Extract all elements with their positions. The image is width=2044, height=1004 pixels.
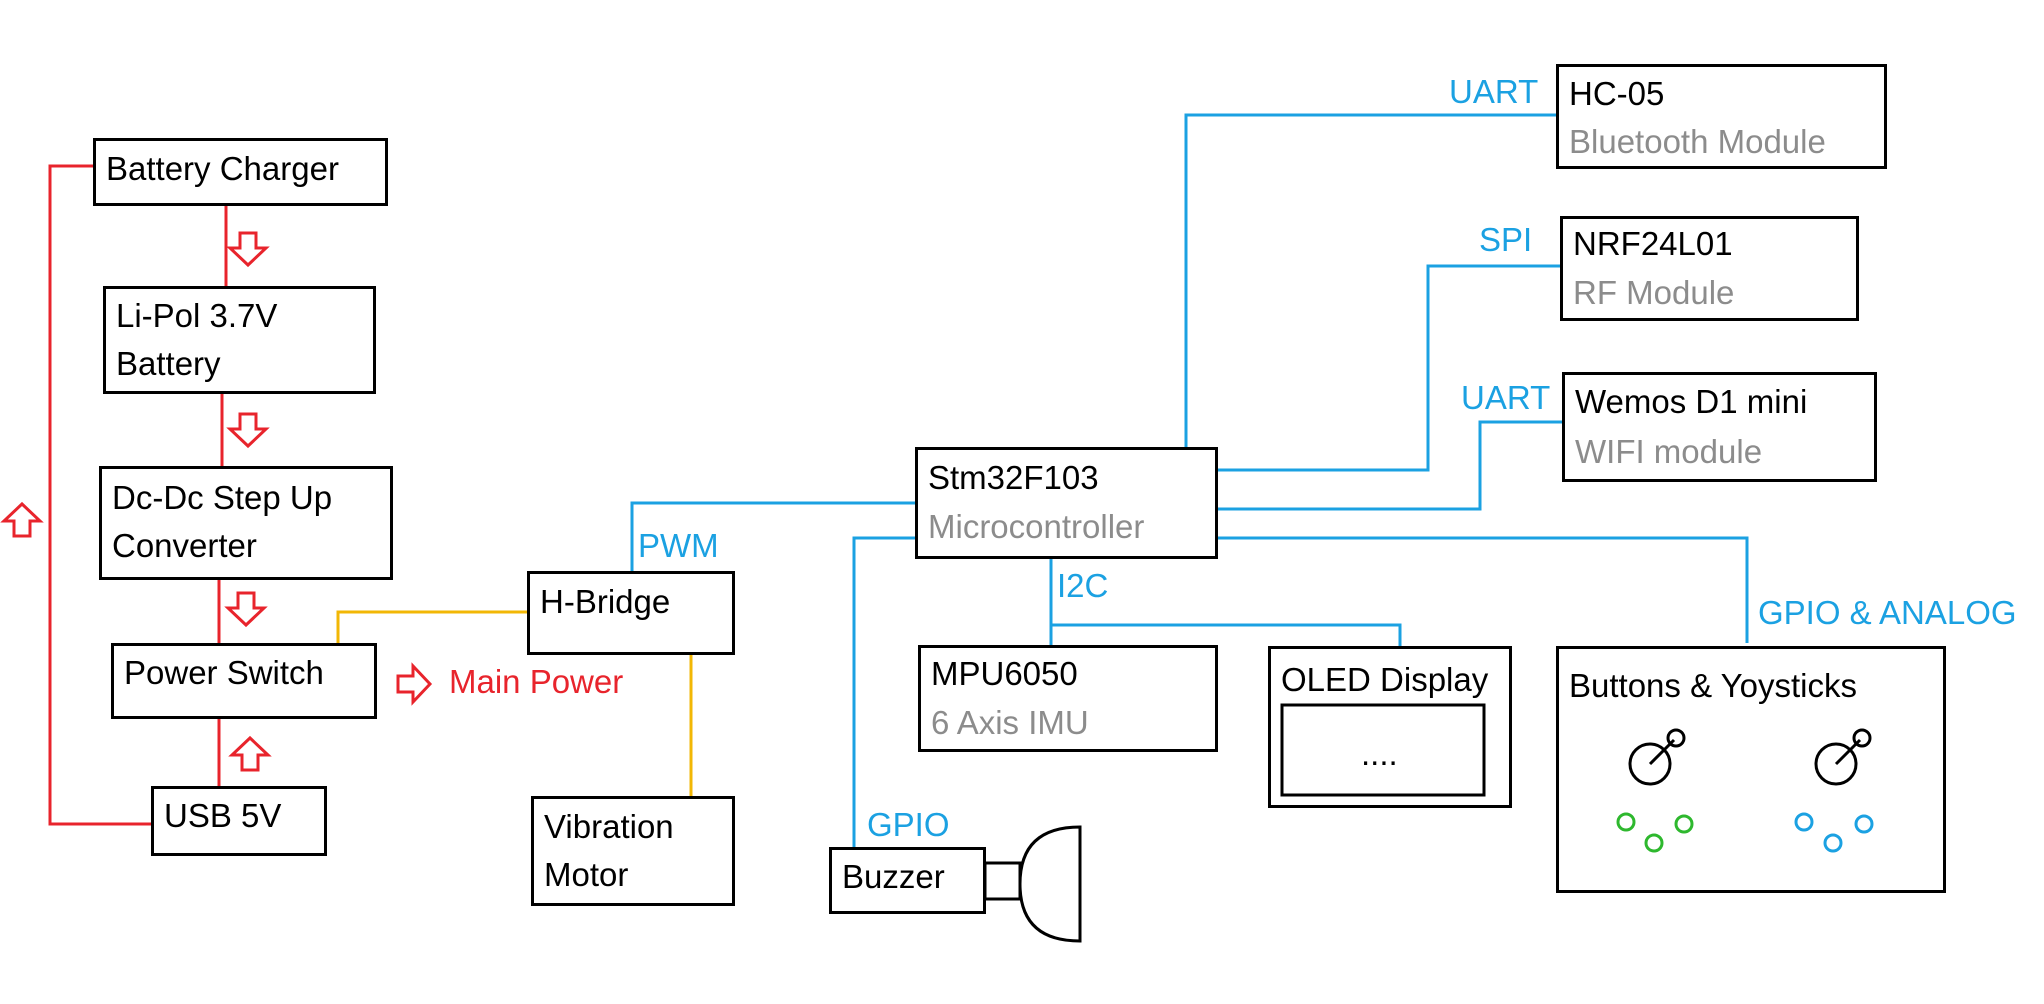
pwm-label: PWM bbox=[638, 527, 719, 564]
green-buttons-icon bbox=[1616, 812, 1694, 853]
battery-box: Li-Pol 3.7V Battery bbox=[103, 286, 376, 394]
mcu-controls-line bbox=[1217, 536, 1749, 643]
hc05-desc: Bluetooth Module bbox=[1569, 123, 1826, 160]
mcu-desc: Microcontroller bbox=[928, 508, 1145, 545]
wemos-box: Wemos D1 mini WIFI module bbox=[1562, 372, 1877, 482]
mcu-wemos-line bbox=[1217, 420, 1562, 511]
hc05-box: HC-05 Bluetooth Module bbox=[1556, 64, 1887, 169]
mcu-name: Stm32F103 bbox=[928, 459, 1099, 496]
battery-charger-box: Battery Charger bbox=[93, 138, 388, 206]
nrf-bus-label: SPI bbox=[1479, 221, 1533, 258]
main-power-label: Main Power bbox=[449, 663, 624, 700]
buzzer-bus-label: GPIO bbox=[867, 806, 950, 843]
converter-label-line1: Dc-Dc Step Up bbox=[112, 479, 333, 516]
wemos-bus-label: UART bbox=[1461, 379, 1551, 416]
oled-display-box: OLED Display .... bbox=[1268, 646, 1512, 808]
mcu-buzzer-line bbox=[852, 536, 915, 847]
vibration-motor-label-line2: Motor bbox=[544, 856, 629, 893]
vibration-motor-label-line1: Vibration bbox=[544, 808, 674, 845]
i2c-label: I2C bbox=[1057, 567, 1109, 604]
wemos-desc: WIFI module bbox=[1575, 433, 1763, 470]
hc05-name: HC-05 bbox=[1569, 75, 1665, 112]
joystick-left-icon bbox=[1628, 728, 1686, 786]
mpu6050-box: MPU6050 6 Axis IMU bbox=[918, 645, 1218, 752]
speaker-icon bbox=[983, 825, 1082, 943]
mcu-hbridge-line bbox=[630, 501, 915, 571]
h-bridge-label: H-Bridge bbox=[540, 583, 671, 620]
battery-label-line1: Li-Pol 3.7V bbox=[116, 297, 278, 334]
oled-name: OLED Display bbox=[1281, 661, 1489, 698]
converter-label-line2: Converter bbox=[112, 527, 257, 564]
vibration-motor-box: Vibration Motor bbox=[531, 796, 735, 906]
mcu-i2c-line bbox=[1049, 558, 1402, 646]
h-bridge-box: H-Bridge bbox=[527, 571, 735, 655]
controls-bus-label: GPIO & ANALOG bbox=[1758, 594, 2017, 631]
wemos-name: Wemos D1 mini bbox=[1575, 383, 1808, 420]
controls-name: Buttons & Yoysticks bbox=[1569, 667, 1857, 704]
oled-screen-text: .... bbox=[1361, 735, 1398, 772]
step-up-converter-box: Dc-Dc Step Up Converter bbox=[99, 466, 393, 580]
controls-box: Buttons & Yoysticks bbox=[1556, 646, 1946, 893]
nrf-name: NRF24L01 bbox=[1573, 225, 1733, 262]
oled-screen bbox=[1280, 703, 1486, 797]
microcontroller-box: Stm32F103 Microcontroller bbox=[915, 447, 1218, 559]
joystick-right-icon bbox=[1814, 728, 1872, 786]
mcu-nrf-line bbox=[1217, 264, 1560, 472]
down-arrow-icon bbox=[226, 591, 266, 627]
usb-charger-loop-line bbox=[48, 164, 152, 826]
hc05-bus-label: UART bbox=[1449, 73, 1539, 110]
down-arrow-icon bbox=[228, 412, 268, 448]
buzzer-name: Buzzer bbox=[842, 858, 945, 895]
right-arrow-icon bbox=[396, 664, 432, 704]
usb-label: USB 5V bbox=[164, 797, 282, 834]
battery-charger-label: Battery Charger bbox=[106, 150, 339, 187]
battery-label-line2: Battery bbox=[116, 345, 221, 382]
mpu-desc: 6 Axis IMU bbox=[931, 704, 1089, 741]
mpu-name: MPU6050 bbox=[931, 655, 1078, 692]
power-switch-label: Power Switch bbox=[124, 654, 324, 691]
nrf-box: NRF24L01 RF Module bbox=[1560, 216, 1859, 321]
up-arrow-icon bbox=[2, 502, 42, 538]
mcu-hc05-line bbox=[1184, 113, 1556, 447]
down-arrow-icon bbox=[228, 231, 268, 267]
nrf-desc: RF Module bbox=[1573, 274, 1735, 311]
usb-box: USB 5V bbox=[151, 786, 327, 856]
buzzer-box: Buzzer bbox=[829, 847, 986, 914]
power-switch-box: Power Switch bbox=[111, 643, 377, 719]
switch-hbridge-line bbox=[336, 610, 527, 644]
blue-buttons-icon bbox=[1794, 812, 1874, 853]
up-arrow-icon bbox=[230, 736, 270, 772]
